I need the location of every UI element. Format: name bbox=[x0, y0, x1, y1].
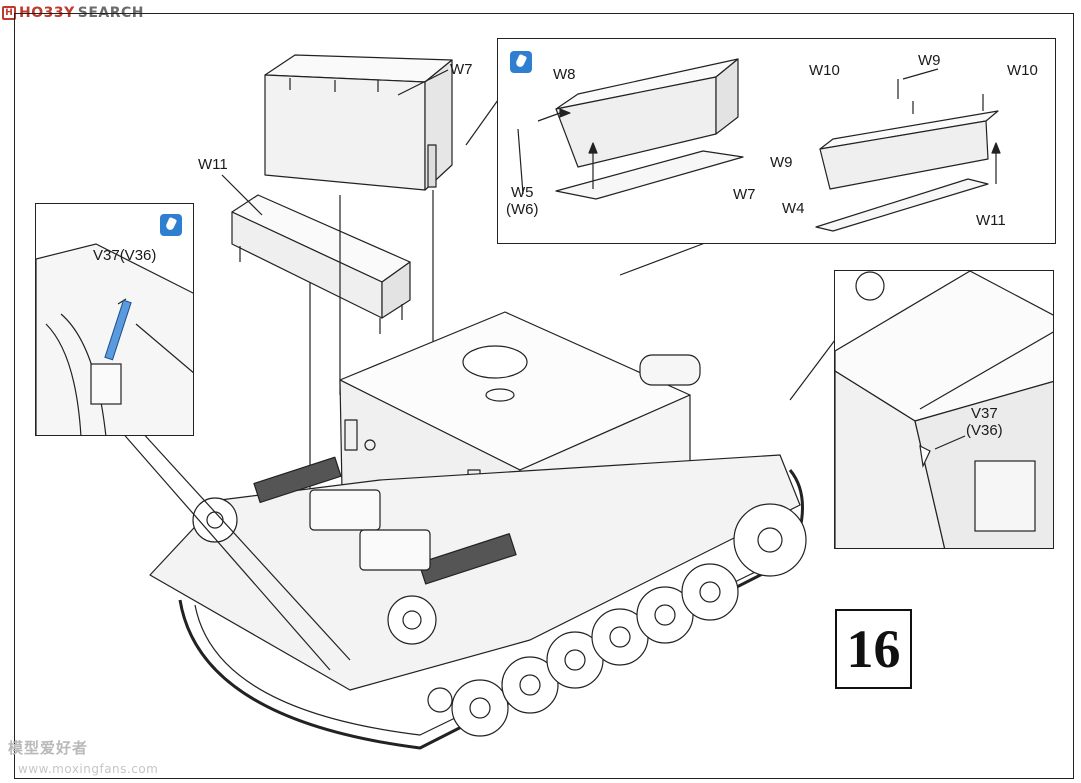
label-w9-left: W9 bbox=[770, 154, 793, 171]
label-w9-top: W9 bbox=[918, 52, 941, 69]
label-w10-right: W10 bbox=[1007, 62, 1038, 79]
step-number: 16 bbox=[835, 609, 912, 689]
inset-left-drawing bbox=[36, 243, 193, 435]
label-w7-main: W7 bbox=[450, 61, 473, 78]
label-v37-v36-right: V37 (V36) bbox=[966, 405, 1003, 440]
label-w5-w6: W5 (W6) bbox=[506, 184, 539, 219]
label-v37-v36-left: V37(V36) bbox=[93, 247, 157, 264]
label-w11-inset: W11 bbox=[976, 212, 1006, 229]
inset-top-drawing bbox=[517, 58, 1001, 232]
inset-right-drawing bbox=[835, 271, 1053, 548]
label-w7-inset: W7 bbox=[733, 186, 756, 203]
pin-highlight-icon-left bbox=[160, 214, 182, 236]
vehicle-drawing bbox=[149, 311, 807, 750]
page-frame bbox=[14, 13, 1074, 779]
inset-left: V37(V36) bbox=[35, 203, 194, 436]
inset-right: V37 (V36) bbox=[834, 270, 1054, 549]
watermark-url: www.moxingfans.com bbox=[18, 762, 159, 776]
watermark-text: 模型爱好者 bbox=[8, 739, 89, 757]
inset-top: W8 W5 (W6) W7 W10 W9 W10 W9 W4 W11 bbox=[497, 38, 1056, 244]
label-w8: W8 bbox=[553, 66, 576, 83]
label-w10-left: W10 bbox=[809, 62, 840, 79]
label-w4: W4 bbox=[782, 200, 805, 217]
label-w11-main: W11 bbox=[198, 156, 228, 173]
pin-highlight-icon bbox=[510, 51, 532, 73]
w11-box-drawing bbox=[231, 194, 411, 334]
w7-box-drawing bbox=[264, 54, 453, 191]
